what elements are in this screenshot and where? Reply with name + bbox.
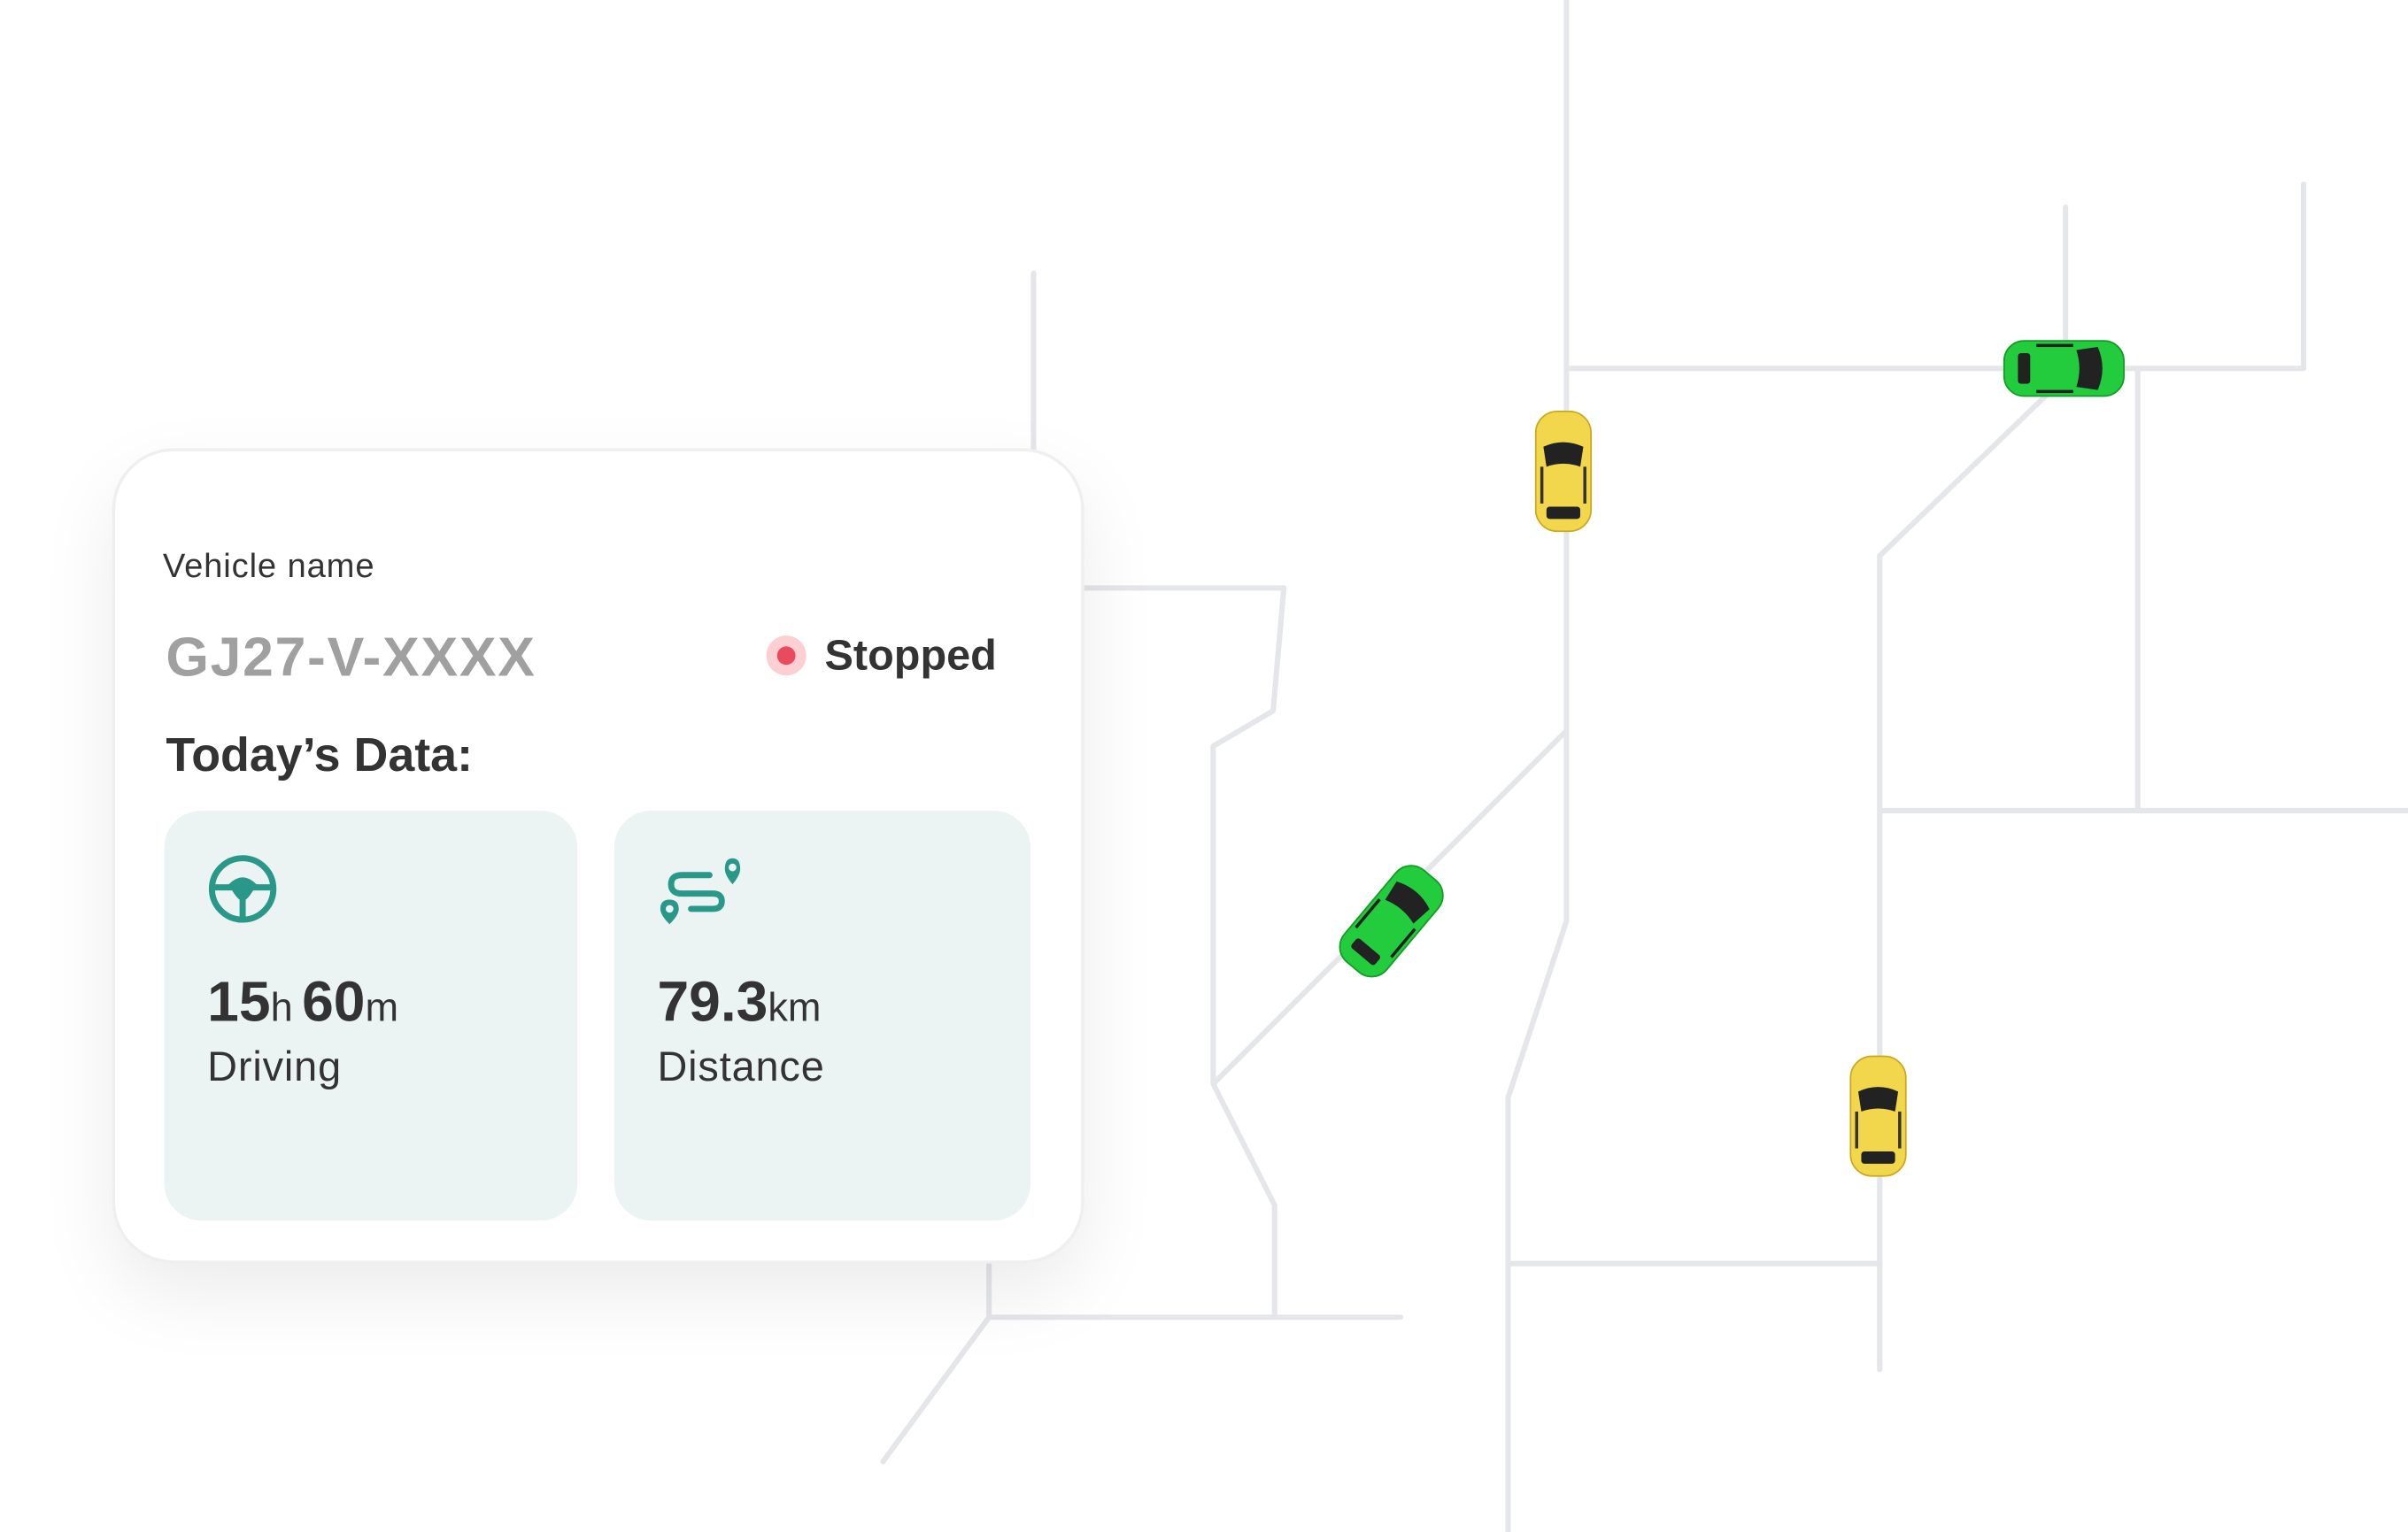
green-car-icon[interactable] [1331,857,1452,986]
road [1505,0,1570,1532]
road [986,1259,1404,1320]
yellow-car-icon[interactable] [1534,411,1593,533]
distance-value: 79.3km [657,970,822,1034]
driving-caption: Driving [207,1043,343,1090]
status-text: Stopped [824,630,997,679]
distance-caption: Distance [657,1043,825,1090]
vehicle-info-card: Vehicle name GJ27-V-XXXX Stopped Today’s… [112,448,1084,1264]
status-badge: Stopped [766,630,997,681]
yellow-car-icon[interactable] [1849,1055,1907,1177]
distance-tile: 79.3km Distance [614,810,1030,1221]
roads [880,0,2408,1532]
vehicle-name: GJ27-V-XXXX [166,625,536,689]
road [1877,389,2053,1373]
road [1563,181,2307,372]
road [880,1314,992,1465]
section-title: Today’s Data: [166,728,473,781]
route-icon [660,858,741,925]
road [1072,585,1287,1320]
vehicle-name-label: Vehicle name [162,546,375,585]
steering-wheel-icon [208,855,277,923]
status-dot-icon [766,635,807,676]
green-car-icon[interactable] [2003,340,2125,397]
